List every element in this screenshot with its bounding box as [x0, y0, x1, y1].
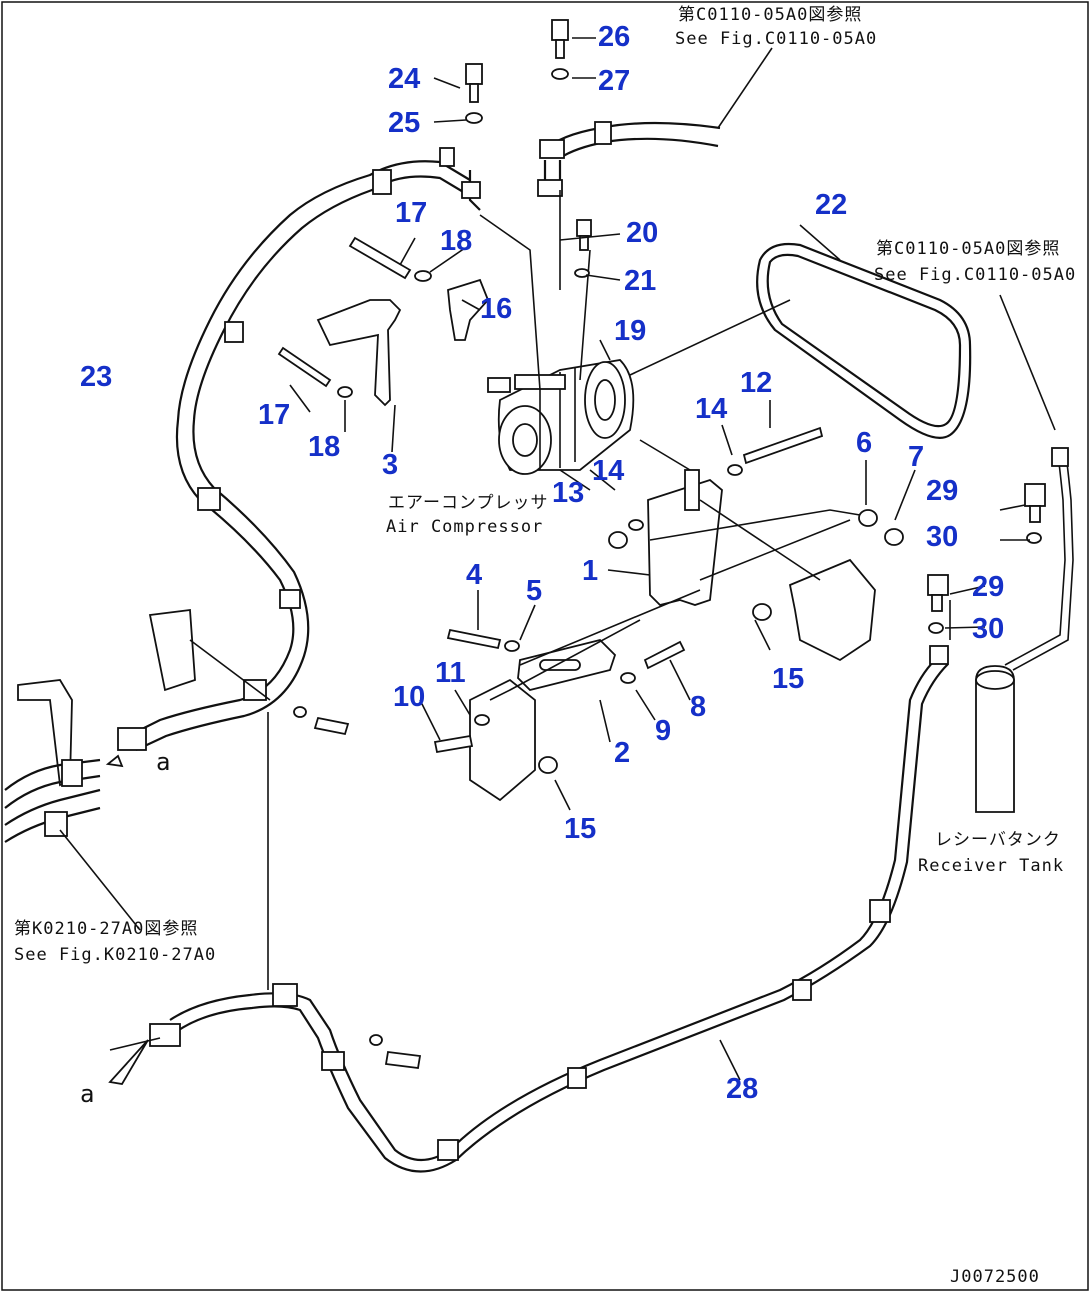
callout-18-lower: 18 [308, 431, 340, 463]
ref-left-jp: 第K0210-27A0図参照 [14, 919, 198, 939]
callout-11: 11 [435, 657, 466, 689]
ref-left-en: See Fig.K0210-27A0 [14, 945, 216, 965]
callout-25: 25 [388, 107, 420, 139]
callout-10: 10 [393, 681, 425, 713]
callout-26: 26 [598, 21, 630, 53]
callout-27: 27 [598, 65, 630, 97]
callout-29-lower: 29 [972, 571, 1004, 603]
callout-18-upper: 18 [440, 225, 472, 257]
bolts [277, 19, 1046, 1070]
receiver-tank [975, 447, 1074, 813]
hose-23 [117, 147, 471, 751]
ref-top-jp: 第C0110-05A0図参照 [678, 5, 862, 25]
callout-17-upper: 17 [395, 197, 427, 229]
compressor-label-jp: エアーコンプレッサ [388, 493, 548, 513]
callout-14-left: 14 [592, 455, 624, 487]
callout-19: 19 [614, 315, 646, 347]
hose-upper [537, 121, 721, 197]
washers [293, 68, 1042, 1046]
callout-23: 23 [80, 361, 112, 393]
drawing-code: J0072500 [950, 1267, 1040, 1287]
callout-4: 4 [466, 559, 482, 591]
callout-29-upper: 29 [926, 475, 958, 507]
left-assembly [4, 608, 271, 931]
receiver-label-jp: レシーバタンク [935, 830, 1061, 850]
callout-24: 24 [388, 63, 420, 95]
callout-6: 6 [856, 427, 872, 459]
callout-2: 2 [614, 737, 630, 769]
callout-30-upper: 30 [926, 521, 958, 553]
hose-28 [149, 645, 949, 1173]
callout-8: 8 [690, 691, 706, 723]
annotation-notes: 第C0110-05A0図参照 See Fig.C0110-05A0 第C0110… [14, 5, 1076, 1287]
callout-9: 9 [655, 715, 671, 747]
ref-right-jp: 第C0110-05A0図参照 [876, 239, 1060, 259]
bracket-16 [447, 278, 490, 341]
bracket-1 [647, 478, 723, 606]
mount-block-upper [788, 558, 876, 662]
leader-lines [289, 37, 1030, 1081]
callout-14-right: 14 [695, 393, 727, 425]
callout-21: 21 [624, 265, 656, 297]
callout-30-lower: 30 [972, 613, 1004, 645]
bracket-3 [316, 299, 402, 407]
compressor-label-en: Air Compressor [386, 517, 543, 537]
callout-17-lower: 17 [258, 399, 290, 431]
ref-top-en: See Fig.C0110-05A0 [675, 29, 877, 49]
callout-12: 12 [740, 367, 772, 399]
callout-20: 20 [626, 217, 658, 249]
belt-22 [756, 242, 972, 439]
callout-22: 22 [815, 189, 847, 221]
callout-13: 13 [552, 477, 584, 509]
joint-a-lower: a [80, 1080, 95, 1108]
callout-1: 1 [582, 555, 598, 587]
callout-7: 7 [908, 441, 924, 473]
callout-16: 16 [480, 293, 512, 325]
air-compressor [487, 359, 635, 475]
callout-28: 28 [726, 1073, 758, 1105]
receiver-label-en: Receiver Tank [918, 856, 1064, 876]
callout-15-upper: 15 [772, 663, 804, 695]
ref-right-en: See Fig.C0110-05A0 [874, 265, 1076, 285]
callout-3: 3 [382, 449, 398, 481]
callout-5: 5 [526, 575, 542, 607]
arrow-a-lower [108, 1039, 149, 1085]
callout-15-lower: 15 [564, 813, 596, 845]
mount-block-lower [469, 678, 536, 802]
callout-numbers: 26 27 24 25 17 18 16 20 21 22 19 23 17 1… [80, 21, 1004, 1105]
joint-a-upper: a [156, 748, 171, 776]
arrow-a-upper [105, 754, 124, 768]
